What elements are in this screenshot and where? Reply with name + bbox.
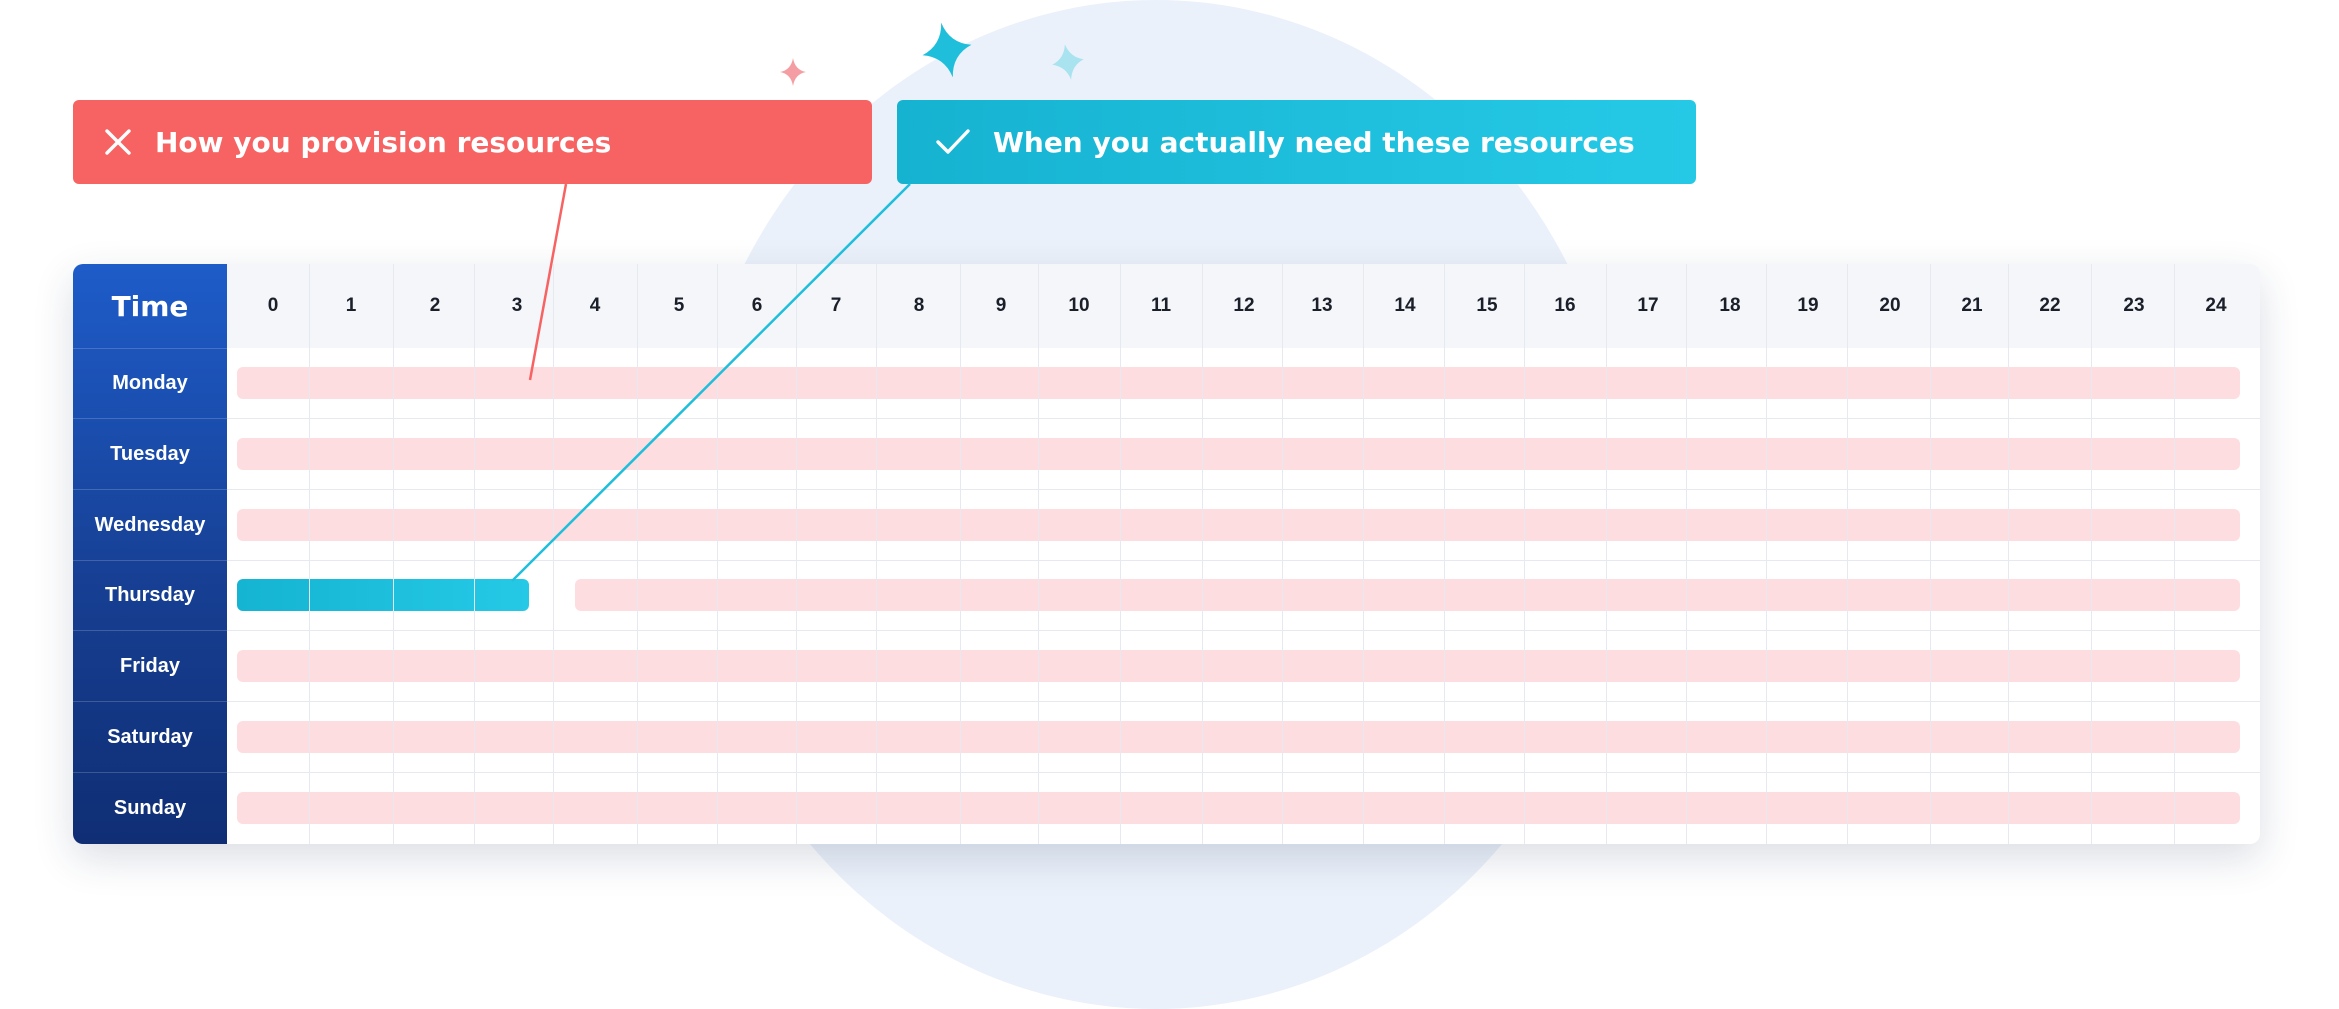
check-icon (936, 129, 970, 154)
hour-label: 4 (589, 295, 601, 316)
grid-column-line (796, 264, 797, 844)
hour-label: 0 (267, 295, 279, 316)
needed-bar (237, 579, 530, 611)
hour-label: 9 (995, 295, 1007, 316)
hour-label: 2 (429, 295, 441, 316)
hour-label: 10 (1068, 295, 1090, 316)
grid-row-line (227, 489, 2260, 490)
grid-column-line (1766, 264, 1767, 844)
hour-label: 21 (1961, 295, 1983, 316)
grid-column-line (717, 264, 718, 844)
grid-column-line (2008, 264, 2009, 844)
grid-column-line (1282, 264, 1283, 844)
hour-label: 1 (345, 295, 357, 316)
hour-label: 15 (1476, 295, 1498, 316)
grid-column-line (1202, 264, 1203, 844)
grid-row-line (227, 772, 2260, 773)
grid-column-line (1930, 264, 1931, 844)
grid-column-line (2174, 264, 2175, 844)
hour-label: 6 (751, 295, 763, 316)
grid-column-line (2091, 264, 2092, 844)
grid-column-line (1524, 264, 1525, 844)
grid-column-line (876, 264, 877, 844)
grid-column-line (960, 264, 961, 844)
provisioned-bar (237, 650, 2240, 682)
sparkle-pink-icon (780, 58, 806, 86)
grid-column-line (474, 264, 475, 844)
provisioned-bar (237, 792, 2240, 824)
hour-label: 18 (1719, 295, 1741, 316)
hour-label: 22 (2039, 295, 2061, 316)
legend-need-label: When you actually need these resources (993, 125, 1635, 159)
grid-column-line (1686, 264, 1687, 844)
hour-label: 17 (1637, 295, 1659, 316)
hour-label: 5 (673, 295, 685, 316)
legend-need-banner: When you actually need these resources (897, 100, 1696, 184)
hour-label: 12 (1233, 295, 1255, 316)
hour-label: 23 (2123, 295, 2145, 316)
hour-label: 8 (913, 295, 925, 316)
provisioned-bar (237, 367, 2240, 399)
hour-label: 20 (1879, 295, 1901, 316)
grid-column-line (1363, 264, 1364, 844)
hour-label: 7 (830, 295, 842, 316)
hour-label: 13 (1311, 295, 1333, 316)
grid-column-line (1444, 264, 1445, 844)
grid-column-line (1038, 264, 1039, 844)
hour-label: 24 (2205, 295, 2227, 316)
hour-label: 14 (1394, 295, 1416, 316)
hour-label: 16 (1554, 295, 1576, 316)
day-label-saturday: Saturday (73, 701, 227, 772)
day-label-wednesday: Wednesday (73, 489, 227, 560)
close-icon (105, 129, 131, 155)
grid-column-line (1120, 264, 1121, 844)
grid-column-line (637, 264, 638, 844)
grid-row-line (227, 560, 2260, 561)
day-label-friday: Friday (73, 630, 227, 701)
day-label-thursday: Thursday (73, 560, 227, 630)
legend-provision-label: How you provision resources (155, 125, 612, 159)
grid-column-line (393, 264, 394, 844)
grid-row-line (227, 630, 2260, 631)
day-label-tuesday: Tuesday (73, 418, 227, 489)
day-label-sunday: Sunday (73, 772, 227, 844)
grid-column-line (1847, 264, 1848, 844)
grid-column-line (1606, 264, 1607, 844)
grid-column-line (309, 264, 310, 844)
day-label-monday: Monday (73, 348, 227, 418)
hour-label: 19 (1797, 295, 1819, 316)
provisioned-bar (574, 579, 2240, 611)
provisioned-bar (237, 721, 2240, 753)
grid-row-line (227, 418, 2260, 419)
legend-provision-banner: How you provision resources (73, 100, 872, 184)
time-header: Time (111, 289, 189, 323)
grid-row-line (227, 701, 2260, 702)
grid-column-line (553, 264, 554, 844)
provisioned-bar (237, 438, 2240, 470)
provisioned-bar (237, 509, 2240, 541)
hour-label: 11 (1150, 295, 1172, 316)
hour-label: 3 (511, 295, 523, 316)
